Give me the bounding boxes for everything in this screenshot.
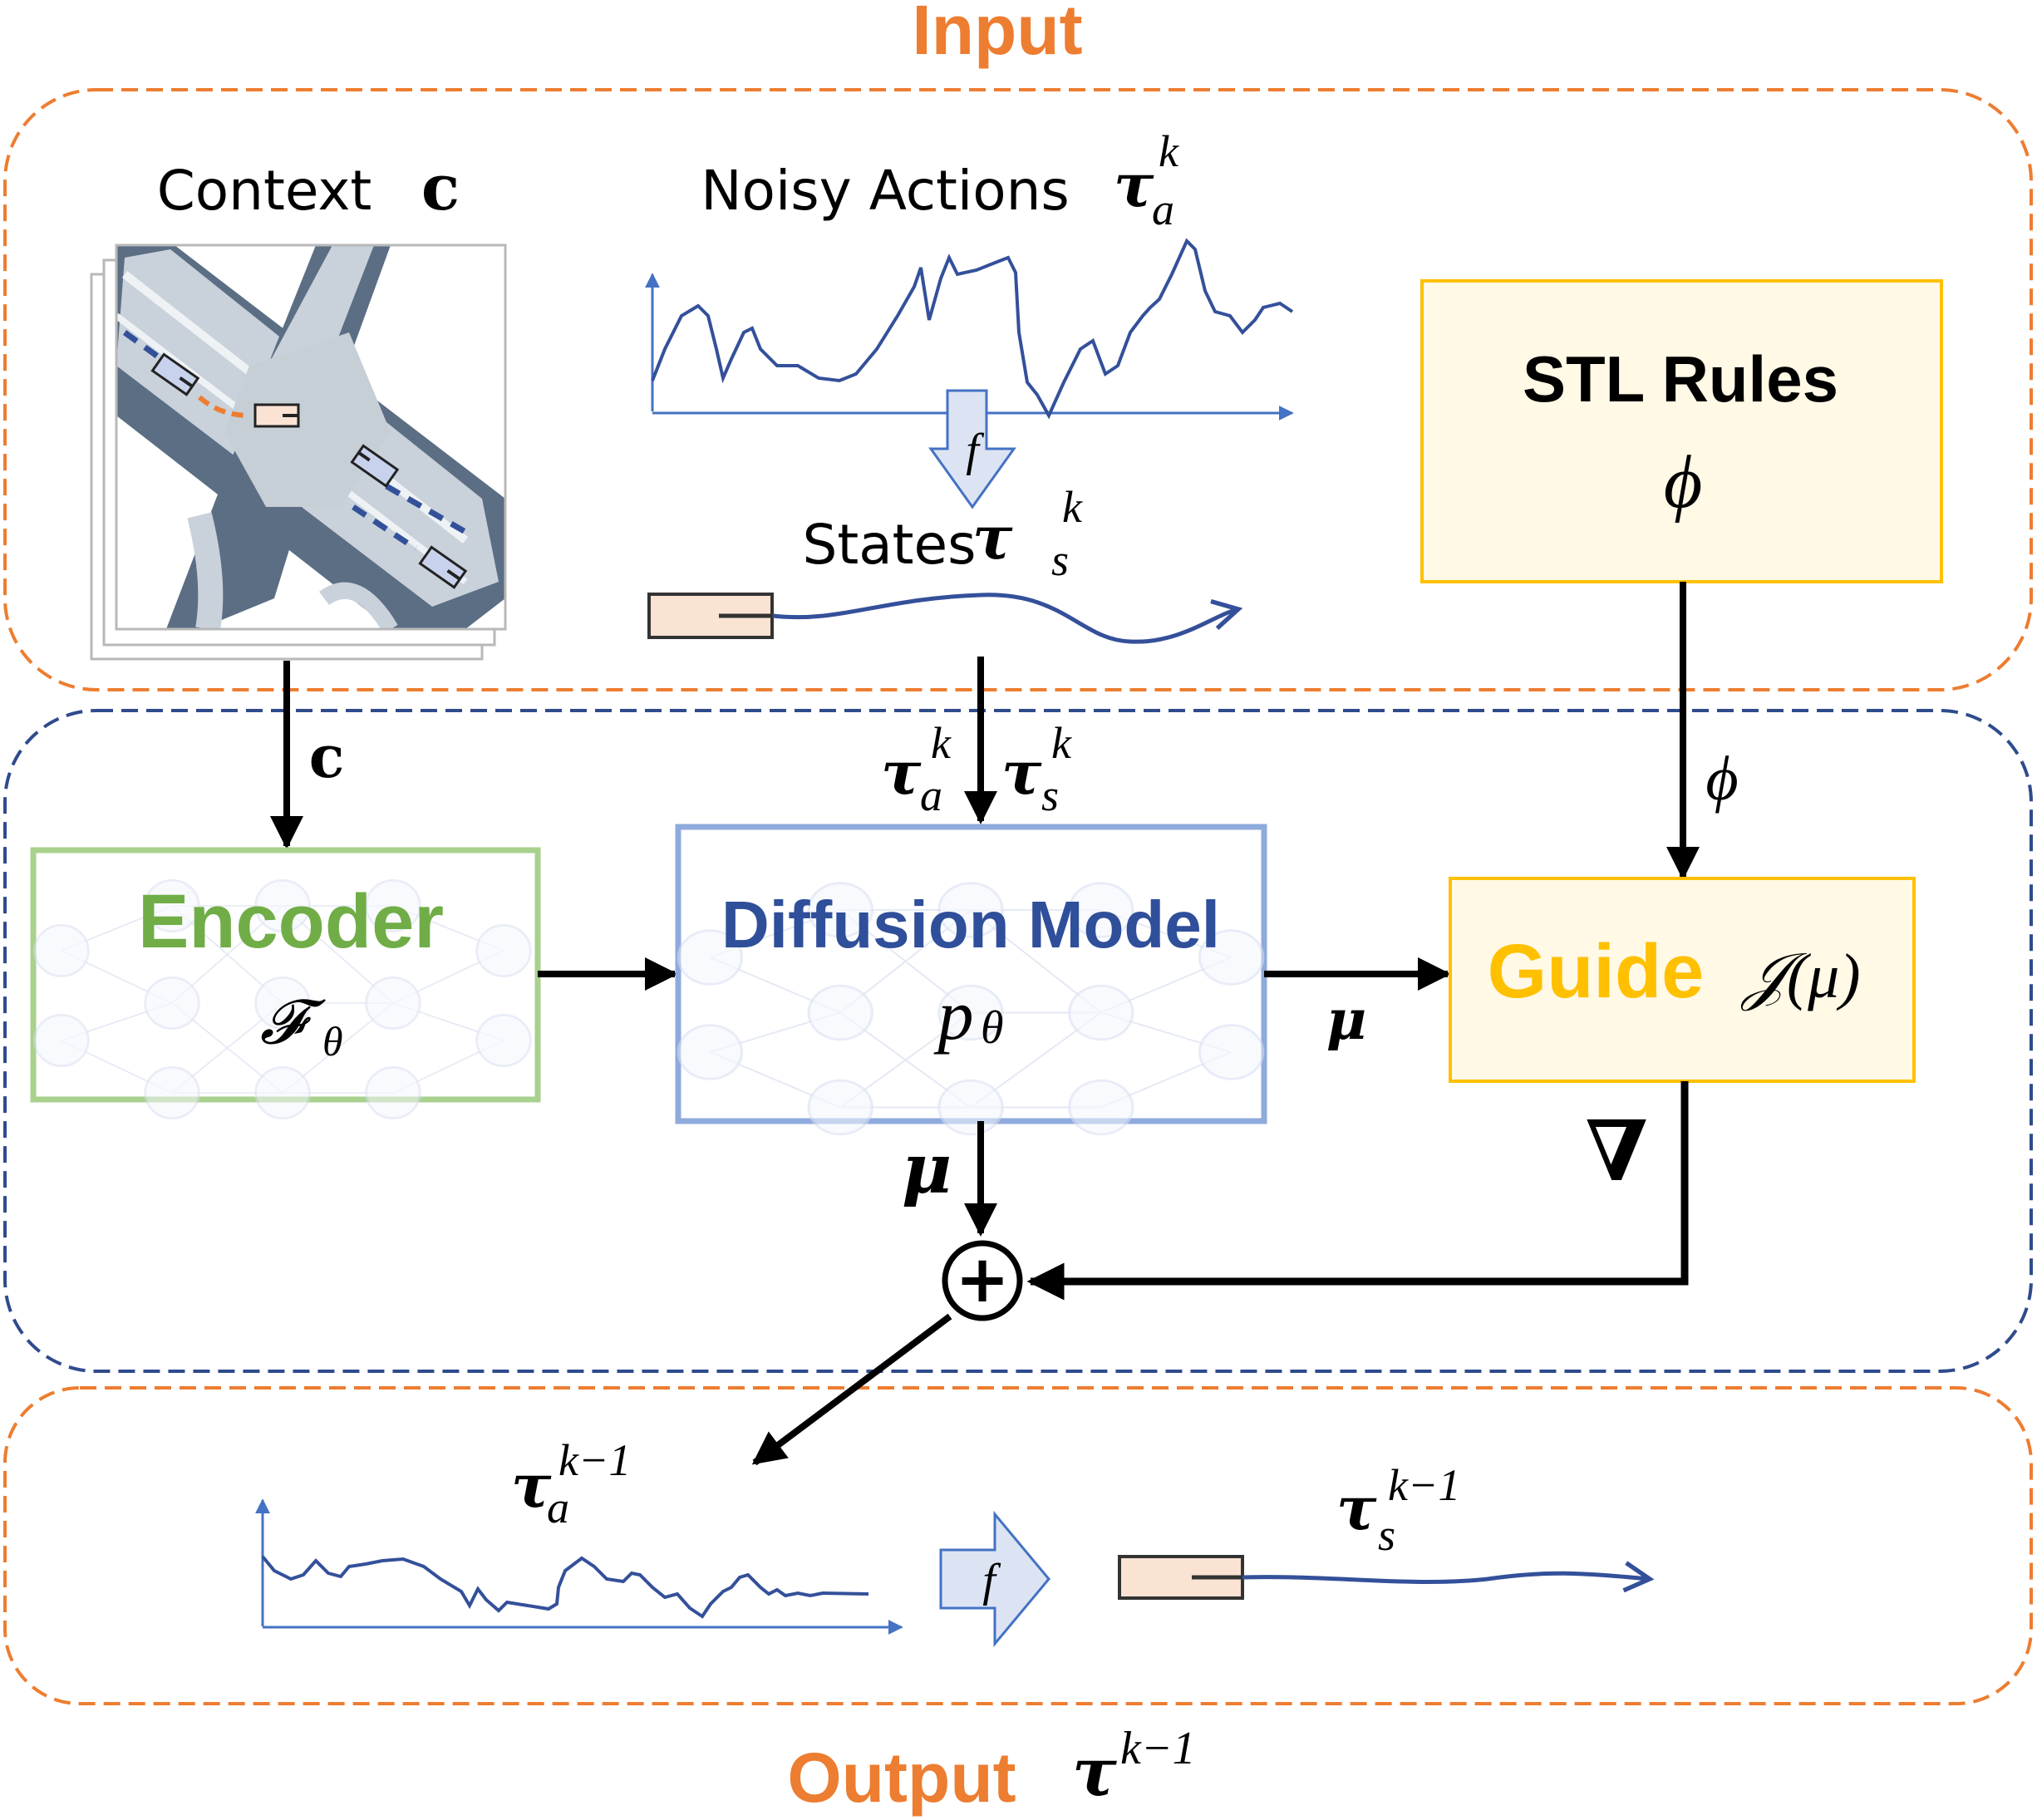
diffusion-model-box: Diffusion Model p θ [675, 824, 1267, 1136]
guide-box: Guide 𝒥(μ) [1449, 877, 1916, 1083]
states-trajectory [647, 593, 1243, 644]
tau-a-k-sup: k [931, 718, 952, 768]
mu-down-label: μ [902, 1129, 952, 1209]
guide-symbol: 𝒥(μ) [1739, 942, 1860, 1011]
encoder-title: Encoder [138, 879, 444, 964]
f-transform-right-arrow: f [939, 1510, 1050, 1648]
output-title-text: Output [787, 1739, 1016, 1817]
states-text: States [802, 513, 976, 577]
input-title: Input [912, 0, 1082, 69]
states-sub: s [1051, 535, 1069, 585]
states-label: States τ s k [802, 482, 1083, 585]
context-symbol: c [421, 150, 460, 224]
diffusion-title: Diffusion Model [721, 888, 1220, 962]
stl-rules-symbol: ϕ [1664, 441, 1703, 524]
encoder-box: Encoder 𝓕 θ [30, 847, 541, 1120]
output-tau-s-symbol: τ [1336, 1473, 1377, 1543]
phi-edge-label: ϕ [1705, 744, 1738, 814]
output-tau-s-sub: s [1378, 1510, 1395, 1560]
output-state-curve [1242, 1561, 1655, 1593]
stl-rules-title: STL Rules [1523, 342, 1838, 416]
output-tau-a-sub: a [547, 1483, 569, 1532]
guide-gradient-arrow [1026, 1081, 1689, 1301]
tau-input-labels: τ a k τ s k [881, 718, 1072, 820]
states-tau: τ [972, 502, 1013, 573]
output-title: Output τ k−1 [787, 1723, 1195, 1817]
noisy-actions-label: Noisy Actions τ a k [701, 126, 1179, 234]
noisy-actions-sup: k [1159, 126, 1179, 176]
output-tau-a-label: τ a k−1 [511, 1435, 631, 1532]
output-actions-plot [255, 1498, 903, 1635]
stl-rules-box: STL Rules ϕ [1420, 279, 1943, 583]
mu-right-label: μ [1326, 987, 1366, 1052]
tau-s-k-sub: s [1041, 770, 1059, 820]
noisy-actions-sub: a [1152, 184, 1174, 234]
model-region [3, 709, 2033, 1373]
map-image [116, 245, 505, 629]
tau-a-k-symbol: τ [881, 737, 922, 808]
output-title-symbol: τ [1072, 1733, 1117, 1811]
diffusion-sub: θ [981, 1002, 1004, 1054]
noisy-actions-tau: τ [1114, 150, 1154, 220]
state-curve [772, 593, 1243, 644]
c-edge-label: c [309, 722, 345, 791]
output-tau-a-symbol: τ [511, 1450, 552, 1521]
context-map-stack [90, 243, 507, 661]
states-sup: k [1062, 482, 1083, 532]
guide-title: Guide [1488, 929, 1705, 1014]
denoised-action-curve [261, 1555, 869, 1619]
input-region [3, 88, 2033, 691]
nabla-label: ∇ [1585, 1102, 1647, 1200]
output-tau-s-sup: k−1 [1388, 1460, 1460, 1510]
output-tau-s-label: τ s k−1 [1336, 1460, 1460, 1560]
noisy-action-curve [651, 238, 1294, 420]
output-region [3, 1386, 2033, 1705]
output-title-sup: k−1 [1120, 1723, 1196, 1774]
encoder-sub: θ [322, 1018, 343, 1065]
output-states-trajectory [1118, 1555, 1655, 1600]
diffusion-symbol: p [933, 975, 974, 1055]
context-label: Context c [157, 150, 460, 224]
tau-s-k-symbol: τ [1001, 737, 1042, 808]
context-text: Context [157, 159, 372, 223]
output-tau-a-sup: k−1 [558, 1435, 631, 1485]
sum-symbol: + [955, 1242, 1009, 1317]
noisy-actions-text: Noisy Actions [701, 159, 1070, 223]
sum-to-output-arrow [751, 1313, 952, 1466]
tau-s-k-sup: k [1051, 718, 1072, 768]
f-transform-down-arrow: f [928, 389, 1016, 509]
tau-a-k-sub: a [920, 770, 942, 820]
sum-node: + [942, 1240, 1023, 1321]
